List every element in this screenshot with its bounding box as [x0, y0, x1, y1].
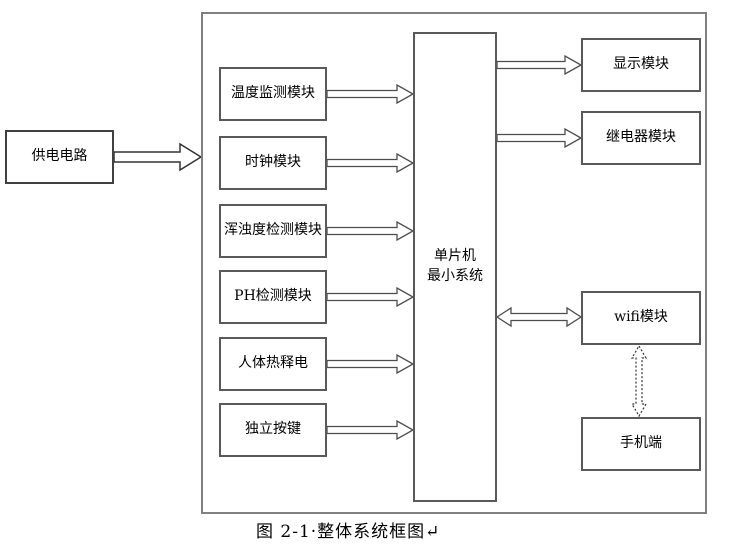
module-phone: 手机端 [581, 417, 701, 471]
module-temperature: 温度监测模块 [219, 67, 327, 121]
arrow-power-to-system [113, 142, 203, 172]
module-phone-label: 手机端 [620, 435, 662, 452]
module-keys: 独立按键 [219, 403, 327, 457]
module-ph-label: PH检测模块 [234, 288, 312, 305]
mcu-label-line2: 最小系统 [427, 268, 483, 284]
mcu-label-line1: 单片机 [434, 248, 476, 265]
module-wifi: wifi模块 [581, 291, 701, 345]
system-boundary [201, 12, 707, 514]
module-turbidity: 浑浊度检测模块 [219, 204, 327, 258]
figure-caption: 图 2-1·整体系统框图↵ [256, 522, 441, 542]
module-relay: 继电器模块 [581, 111, 701, 165]
mcu-box: 单片机 最小系统 [413, 32, 497, 502]
module-turbidity-label: 浑浊度检测模块 [224, 222, 322, 239]
module-relay-label: 继电器模块 [606, 129, 676, 146]
module-ph: PH检测模块 [219, 270, 327, 324]
power-supply-box: 供电电路 [5, 130, 114, 184]
module-display-label: 显示模块 [613, 56, 669, 73]
module-keys-label: 独立按键 [245, 421, 301, 438]
module-display: 显示模块 [581, 38, 701, 92]
module-pir: 人体热释电 [219, 337, 327, 391]
module-temperature-label: 温度监测模块 [231, 85, 315, 102]
module-clock: 时钟模块 [219, 136, 327, 190]
module-pir-label: 人体热释电 [238, 355, 308, 372]
module-clock-label: 时钟模块 [245, 154, 301, 171]
module-wifi-label: wifi模块 [614, 309, 668, 326]
power-supply-label: 供电电路 [31, 148, 88, 165]
